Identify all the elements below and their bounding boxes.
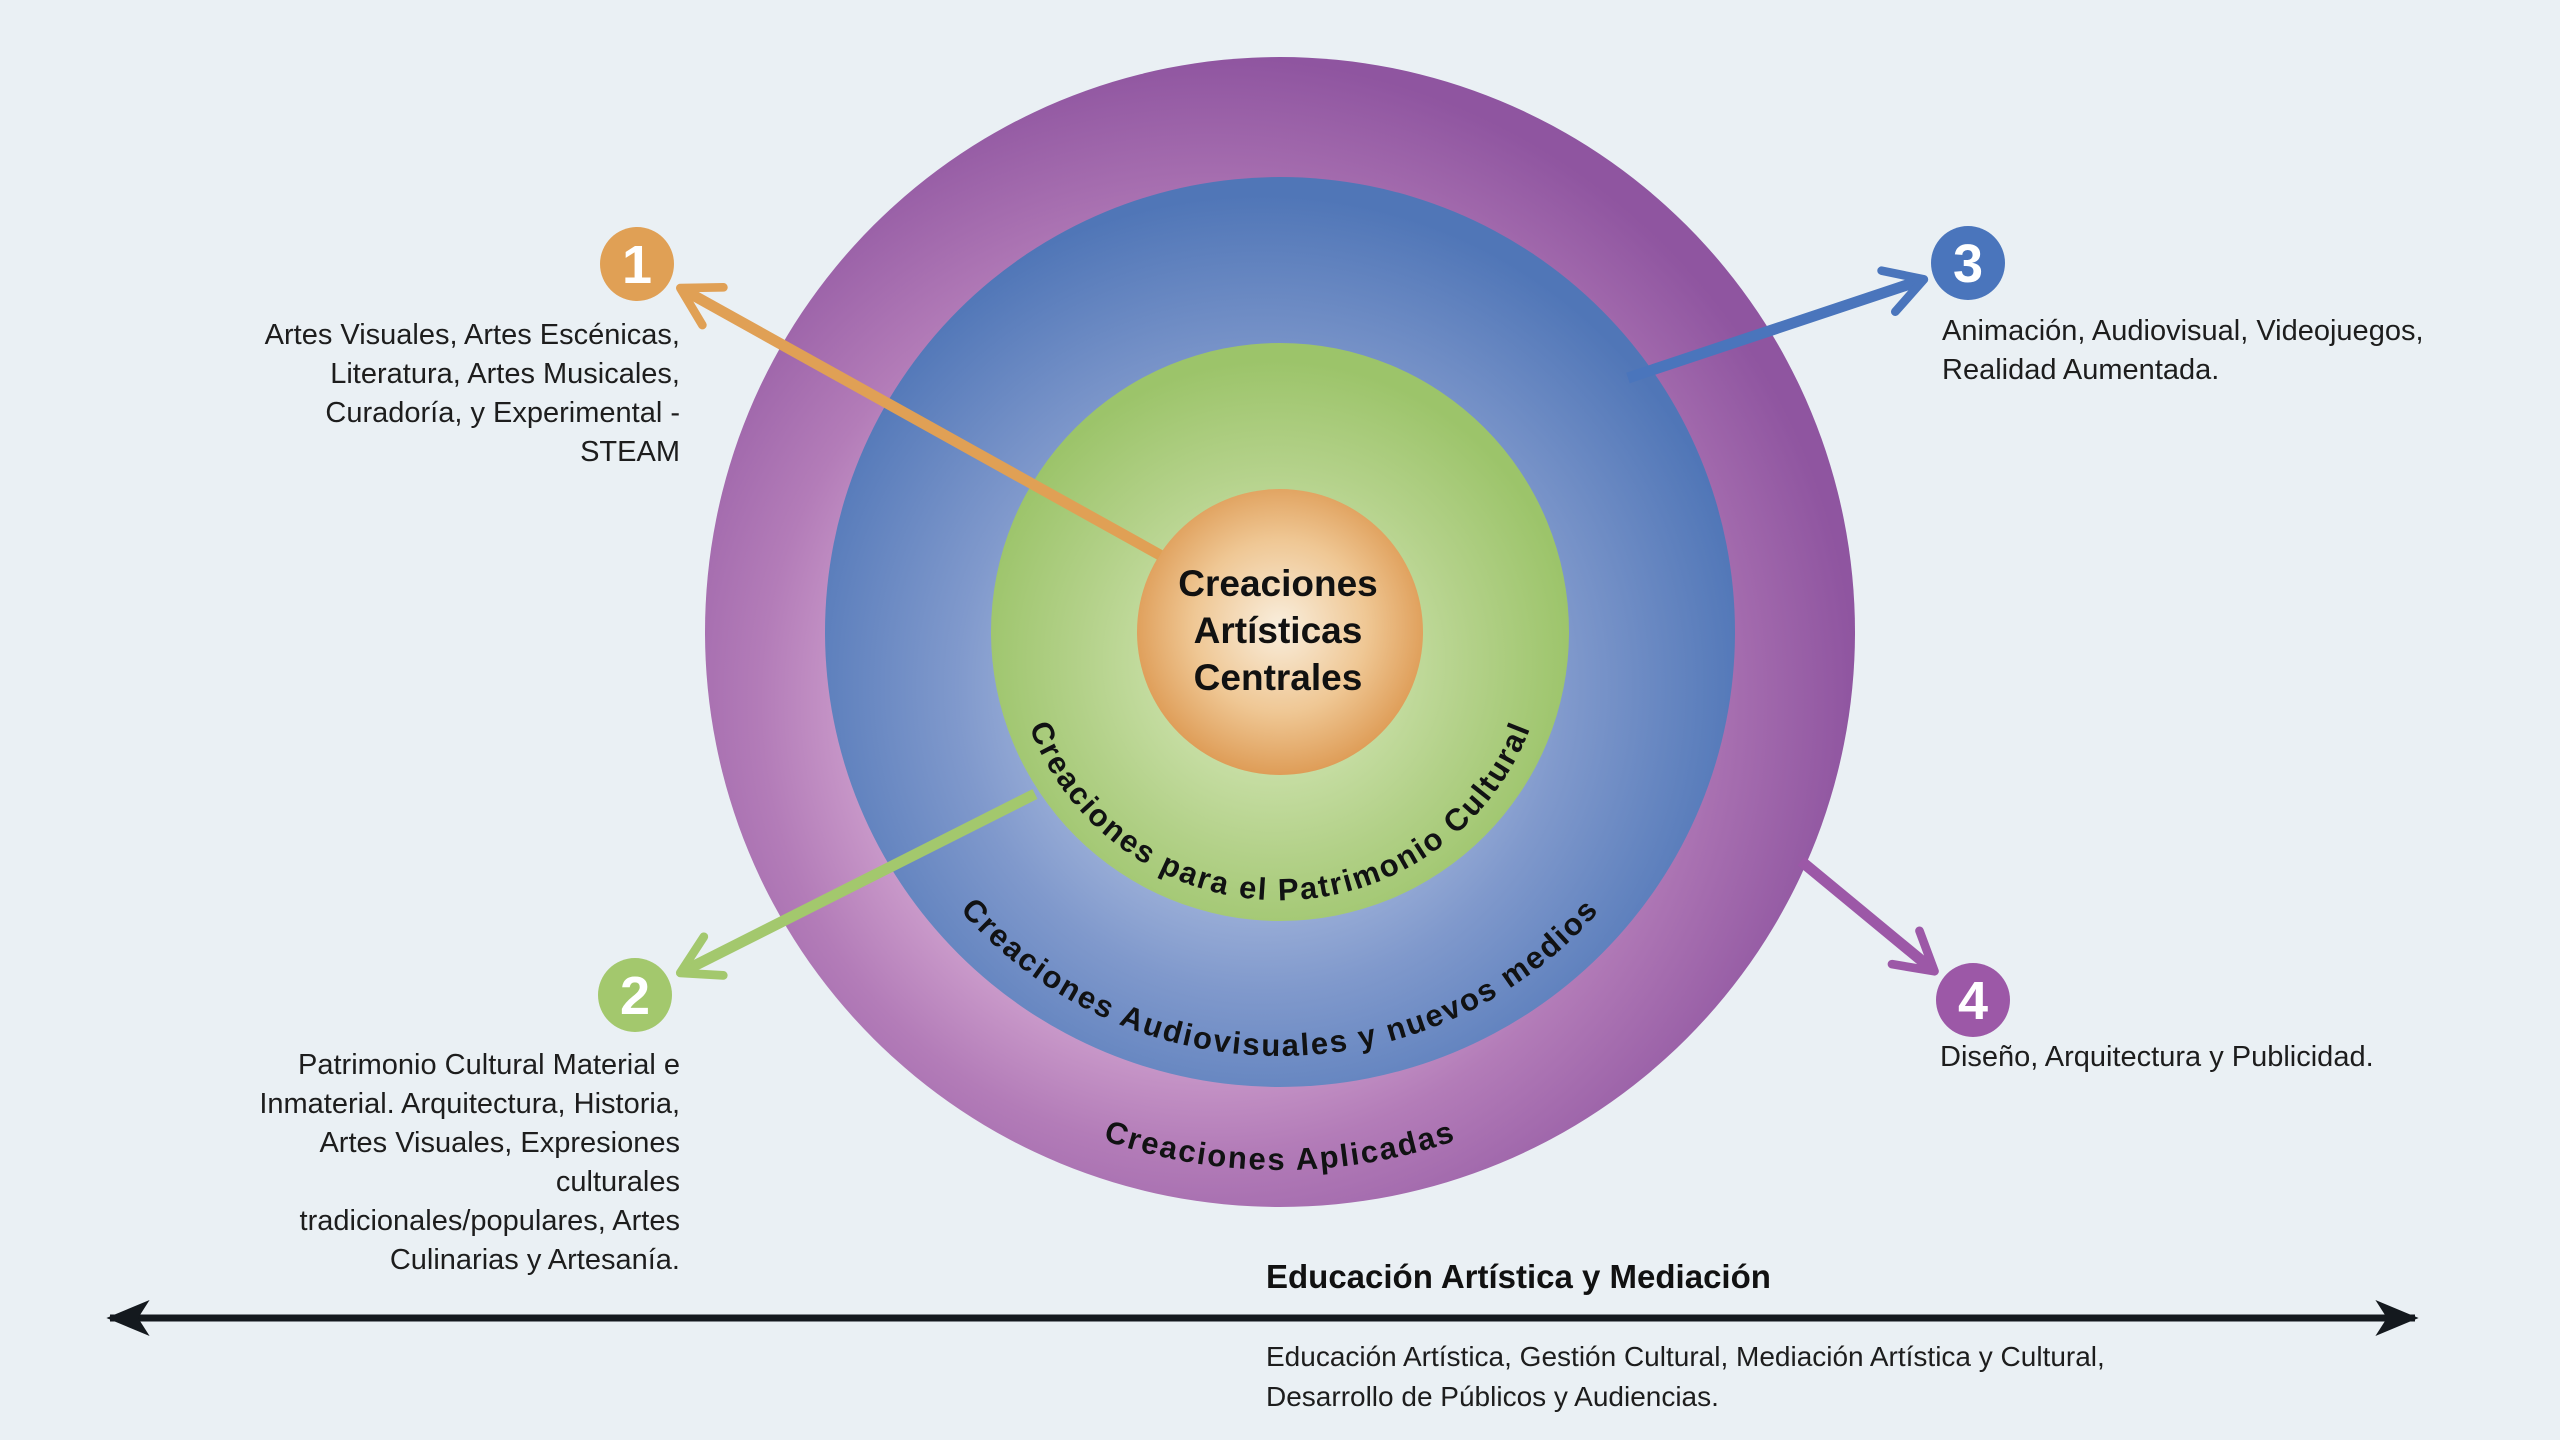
badge-1-number: 1 [622, 235, 652, 295]
arrow-1-line [675, 282, 1163, 560]
badge-1: 1 [600, 227, 674, 301]
arrow-3-line [1626, 266, 1929, 384]
callout-2-text: Patrimonio Cultural Material e Inmateria… [259, 1049, 680, 1276]
badge-1-circle [600, 227, 674, 301]
arrow-2-line [675, 789, 1038, 980]
badge-4: 4 [1936, 963, 2010, 1037]
circle-creaciones-centrales [1137, 489, 1423, 775]
arrow-4-line [1797, 856, 1939, 976]
callout-4-text: Diseño, Arquitectura y Publicidad. [1940, 1041, 2374, 1073]
badge-4-circle [1936, 963, 2010, 1037]
axis-title: Educación Artística y Mediación [1266, 1258, 1771, 1295]
badge-2-circle [598, 958, 672, 1032]
badge-2: 2 [598, 958, 672, 1032]
badge-2-number: 2 [620, 966, 650, 1026]
badge-3-circle [1931, 226, 2005, 300]
center-circle-label: Creaciones Artísticas Centrales [1178, 563, 1378, 698]
badge-4-number: 4 [1958, 971, 1988, 1031]
badge-3-number: 3 [1953, 234, 1983, 294]
badge-3: 3 [1931, 226, 2005, 300]
axis-subtitle: Educación Artística, Gestión Cultural, M… [1266, 1341, 2105, 1412]
callout-1-text: Artes Visuales, Artes Escénicas, Literat… [264, 319, 680, 468]
callout-3-text: Animación, Audiovisual, Videojuegos, Rea… [1942, 315, 2424, 386]
